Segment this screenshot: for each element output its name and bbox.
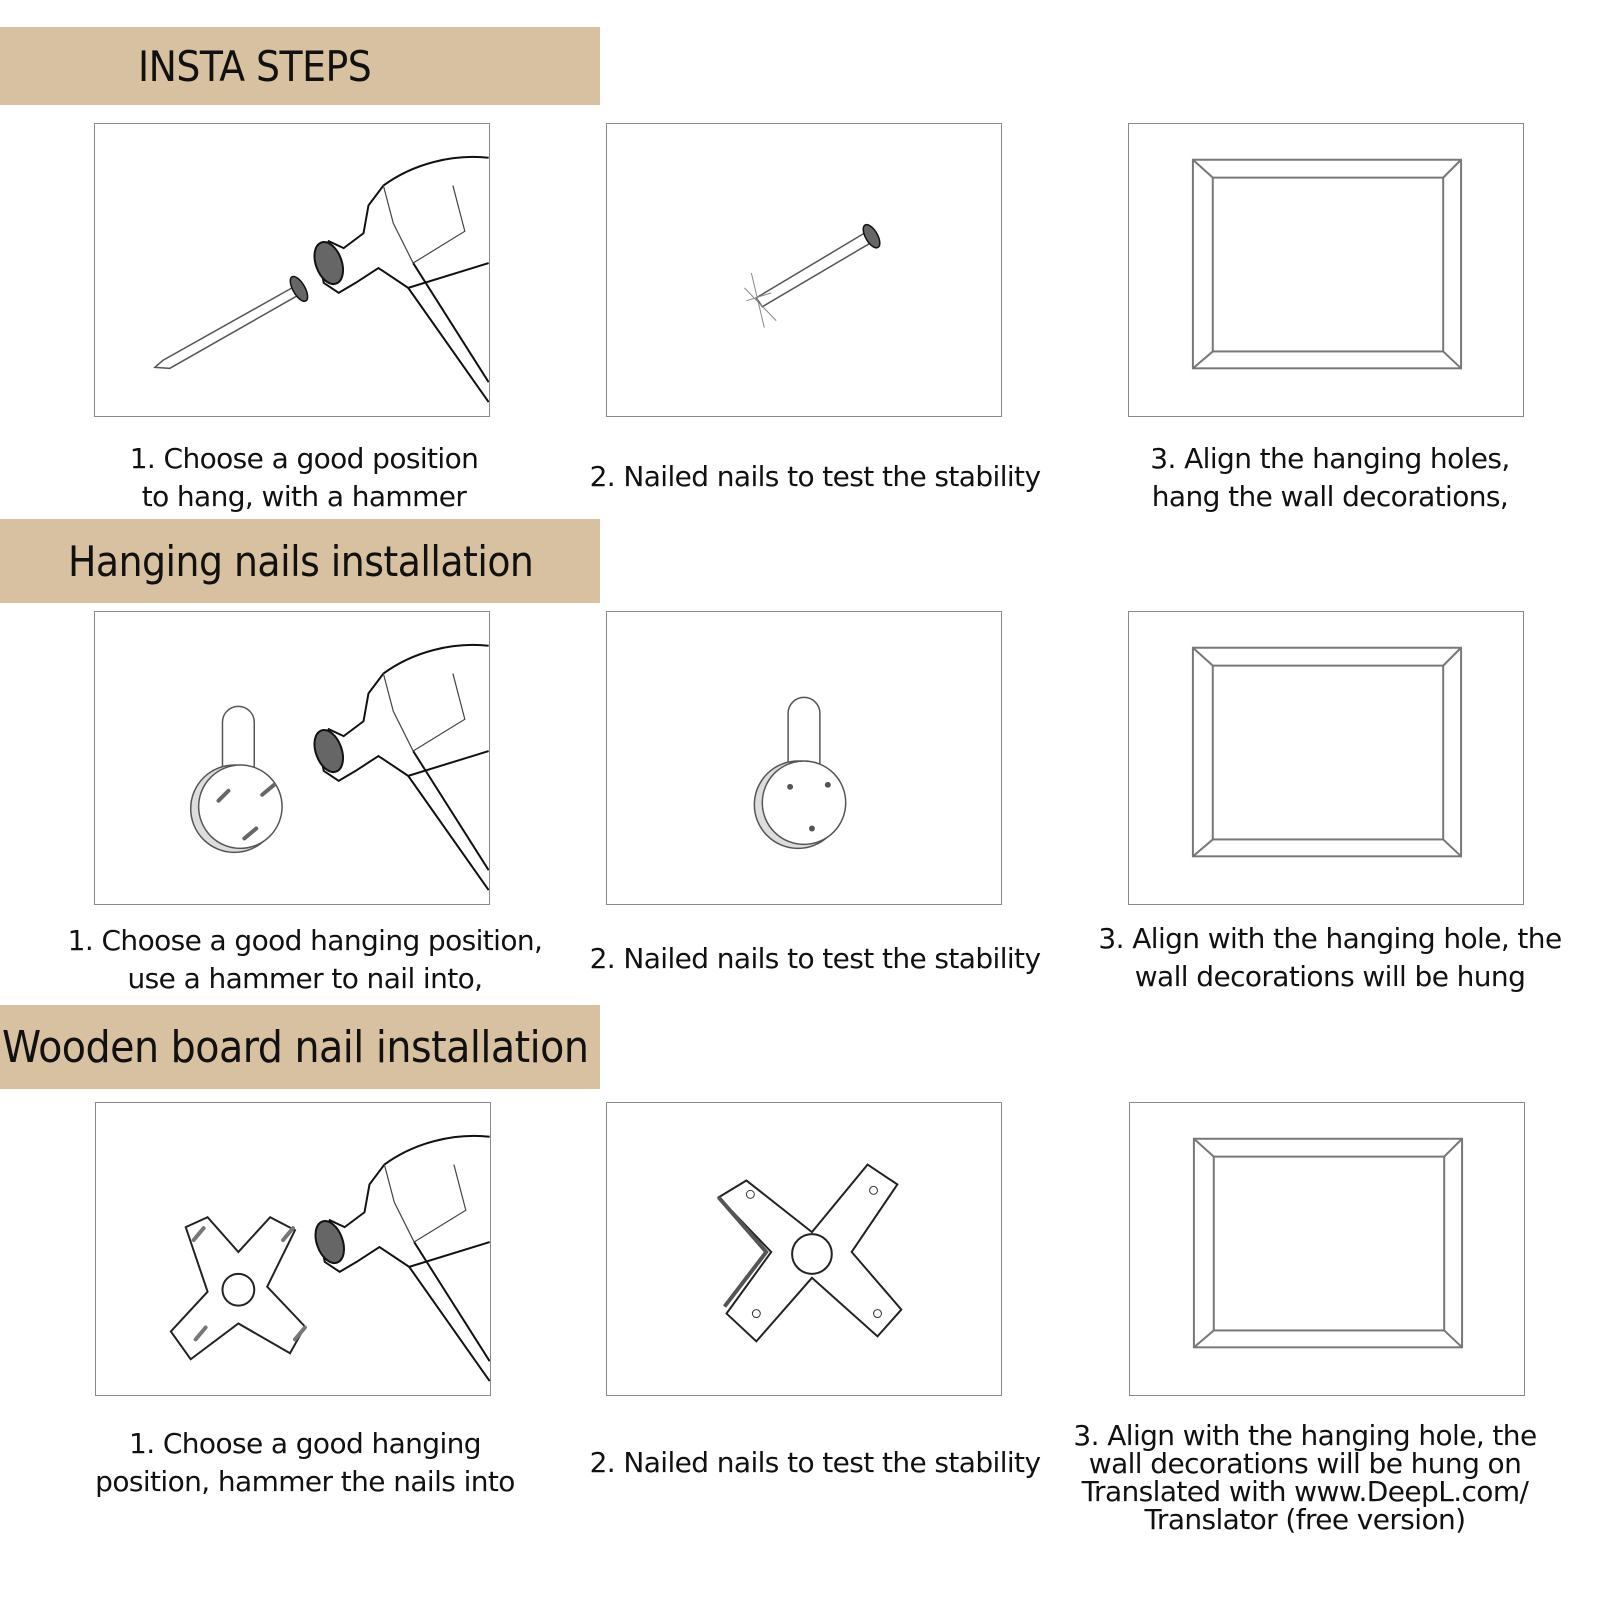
nail-in-wall-icon bbox=[744, 223, 881, 328]
step-caption: 1. Choose a good hanging position, hamme… bbox=[80, 1425, 530, 1501]
caption-line: 3. Align with the hanging hole, the bbox=[1098, 922, 1562, 955]
step-illustration bbox=[1128, 123, 1524, 417]
caption-line: to hang, with a hammer bbox=[141, 480, 467, 513]
hammer-cross-plate-icon bbox=[169, 1134, 490, 1383]
caption-line: Translator (free version) bbox=[1144, 1503, 1467, 1536]
step-caption: 3. Align with the hanging hole, the wall… bbox=[1050, 1422, 1560, 1534]
caption-line: 1. Choose a good hanging bbox=[129, 1427, 482, 1460]
section-header-wooden-board: Wooden board nail installation bbox=[0, 1005, 600, 1089]
step-illustration bbox=[1128, 611, 1524, 905]
section-header-hanging-nails: Hanging nails installation bbox=[0, 519, 600, 603]
caption-line: wall decorations will be hung bbox=[1134, 960, 1526, 993]
step-caption: 2. Nailed nails to test the stability bbox=[580, 1444, 1050, 1482]
caption-line: 1. Choose a good hanging position, bbox=[67, 924, 543, 957]
step-caption: 1. Choose a good position to hang, with … bbox=[94, 440, 514, 516]
caption-line: 3. Align with the hanging hole, the bbox=[1073, 1419, 1537, 1452]
picture-frame-icon bbox=[1191, 646, 1463, 858]
step-illustration bbox=[606, 1102, 1002, 1396]
wall-hook-icon bbox=[753, 696, 847, 850]
caption-line: 2. Nailed nails to test the stability bbox=[589, 942, 1041, 975]
section-header-insta-steps: INSTA STEPS bbox=[0, 27, 600, 105]
picture-frame-icon bbox=[1191, 158, 1463, 370]
caption-line: use a hammer to nail into, bbox=[127, 962, 484, 995]
caption-line: position, hammer the nails into bbox=[95, 1465, 515, 1498]
cross-plate-icon bbox=[717, 1163, 903, 1343]
caption-line: wall decorations will be hung on bbox=[1088, 1447, 1522, 1480]
step-illustration bbox=[1129, 1102, 1525, 1396]
caption-line: 2. Nailed nails to test the stability bbox=[589, 460, 1041, 493]
step-illustration bbox=[94, 611, 490, 905]
step-illustration bbox=[94, 123, 490, 417]
step-caption: 2. Nailed nails to test the stability bbox=[580, 458, 1050, 496]
step-caption: 3. Align the hanging holes, hang the wal… bbox=[1110, 440, 1550, 516]
step-caption: 2. Nailed nails to test the stability bbox=[580, 940, 1050, 978]
step-caption: 1. Choose a good hanging position, use a… bbox=[55, 922, 555, 998]
section-title: Wooden board nail installation bbox=[2, 1021, 589, 1073]
step-illustration bbox=[606, 611, 1002, 905]
hammer-nail-icon bbox=[153, 155, 489, 404]
step-caption: 3. Align with the hanging hole, the wall… bbox=[1085, 920, 1575, 996]
hammer-hook-icon bbox=[189, 643, 489, 892]
step-illustration bbox=[95, 1102, 491, 1396]
step-illustration bbox=[606, 123, 1002, 417]
caption-line: Translated with www.DeepL.com/ bbox=[1081, 1475, 1529, 1508]
caption-line: 2. Nailed nails to test the stability bbox=[589, 1446, 1041, 1479]
section-title: INSTA STEPS bbox=[138, 41, 372, 91]
section-title: Hanging nails installation bbox=[68, 536, 534, 586]
picture-frame-icon bbox=[1192, 1137, 1464, 1349]
caption-line: 3. Align the hanging holes, bbox=[1150, 442, 1510, 475]
caption-line: 1. Choose a good position bbox=[129, 442, 479, 475]
caption-line: hang the wall decorations, bbox=[1151, 480, 1509, 513]
